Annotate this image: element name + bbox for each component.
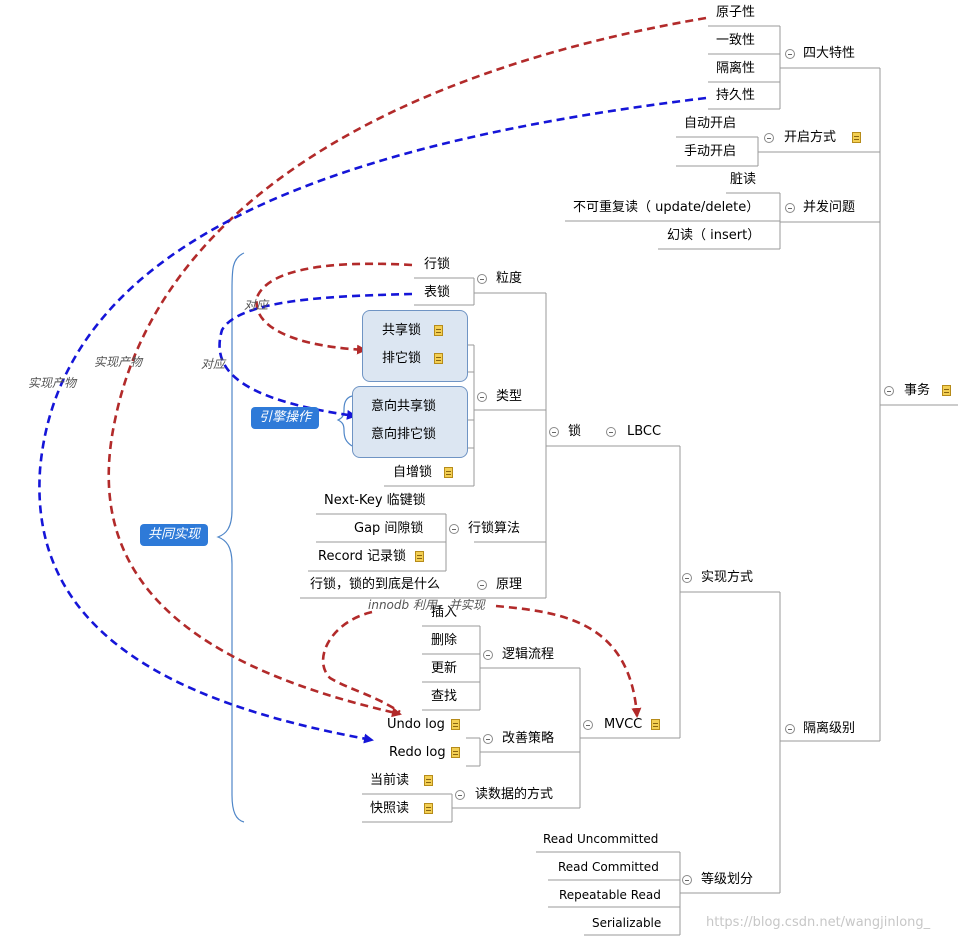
relation-label-product: 实现产物 <box>28 376 77 390</box>
node-concurrency[interactable]: 并发问题 <box>803 200 856 215</box>
note-icon <box>451 747 460 758</box>
note-icon <box>451 719 460 730</box>
node-isolation[interactable]: 隔离性 <box>716 61 756 76</box>
watermark: https://blog.csdn.net/wangjinlong_ <box>706 915 931 930</box>
node-intention-exclusive[interactable]: 意向排它锁 <box>371 427 437 442</box>
relation-label-correspond: 对应 <box>201 357 226 371</box>
shared-exclusive-lock-box <box>362 310 468 382</box>
node-insert[interactable]: 插入 <box>431 605 458 620</box>
collapse-toggle-icon[interactable] <box>884 386 894 396</box>
node-lbcc[interactable]: LBCC <box>627 424 662 439</box>
collapse-toggle-icon[interactable] <box>606 427 616 437</box>
collapse-toggle-icon[interactable] <box>483 734 493 744</box>
note-icon <box>651 719 660 730</box>
node-undo-log[interactable]: Undo log <box>387 717 445 732</box>
collapse-toggle-icon[interactable] <box>682 875 692 885</box>
node-select[interactable]: 查找 <box>431 689 458 704</box>
collapse-toggle-icon[interactable] <box>785 724 795 734</box>
collapse-toggle-icon[interactable] <box>785 49 795 59</box>
collapse-toggle-icon[interactable] <box>583 720 593 730</box>
node-mvcc[interactable]: MVCC <box>604 717 643 732</box>
node-consistency[interactable]: 一致性 <box>716 33 756 48</box>
node-level-division[interactable]: 等级划分 <box>701 872 754 887</box>
node-serializable[interactable]: Serializable <box>592 916 662 930</box>
node-what-row-lock-locks[interactable]: 行锁，锁的到底是什么 <box>310 577 441 592</box>
relation-badge-engine-op: 引擎操作 <box>251 407 320 429</box>
collapse-toggle-icon[interactable] <box>785 203 795 213</box>
node-non-repeatable[interactable]: 不可重复读（ update/delete） <box>573 200 760 215</box>
node-read-committed[interactable]: Read Committed <box>558 860 659 874</box>
node-atomicity[interactable]: 原子性 <box>716 5 756 20</box>
collapse-toggle-icon[interactable] <box>483 650 493 660</box>
node-exclusive-lock[interactable]: 排它锁 <box>382 351 422 366</box>
node-durability[interactable]: 持久性 <box>716 88 756 103</box>
root-node-transaction[interactable]: 事务 <box>904 383 931 398</box>
node-granularity[interactable]: 粒度 <box>496 271 523 286</box>
node-snapshot-read[interactable]: 快照读 <box>370 801 410 816</box>
node-improve-strategy[interactable]: 改善策略 <box>502 731 555 746</box>
node-implementation[interactable]: 实现方式 <box>701 570 754 585</box>
collapse-toggle-icon[interactable] <box>549 427 559 437</box>
node-acid[interactable]: 四大特性 <box>803 46 856 61</box>
relation-badge-common-impl: 共同实现 <box>140 524 209 546</box>
note-icon <box>942 385 951 396</box>
node-manual-open[interactable]: 手动开启 <box>684 144 737 159</box>
node-current-read[interactable]: 当前读 <box>370 773 410 788</box>
collapse-toggle-icon[interactable] <box>764 133 774 143</box>
relation-label-product: 实现产物 <box>94 355 143 369</box>
node-row-lock-algorithm[interactable]: 行锁算法 <box>468 521 521 536</box>
note-icon <box>434 353 443 364</box>
node-intention-shared[interactable]: 意向共享锁 <box>371 399 437 414</box>
collapse-toggle-icon[interactable] <box>682 573 692 583</box>
node-logic-flow[interactable]: 逻辑流程 <box>502 647 555 662</box>
node-type[interactable]: 类型 <box>496 389 523 404</box>
node-read-uncommitted[interactable]: Read Uncommitted <box>543 832 659 846</box>
note-icon <box>415 551 424 562</box>
node-principle[interactable]: 原理 <box>496 577 523 592</box>
node-auto-open[interactable]: 自动开启 <box>684 116 737 131</box>
node-isolation-level[interactable]: 隔离级别 <box>803 721 856 736</box>
note-icon <box>444 467 453 478</box>
node-gap-lock[interactable]: Gap 间隙锁 <box>354 521 424 536</box>
node-row-lock[interactable]: 行锁 <box>424 257 451 272</box>
collapse-toggle-icon[interactable] <box>455 790 465 800</box>
intention-lock-box <box>352 386 468 458</box>
node-lock[interactable]: 锁 <box>568 424 582 439</box>
node-shared-lock[interactable]: 共享锁 <box>382 323 422 338</box>
node-read-mode[interactable]: 读数据的方式 <box>475 787 554 802</box>
node-table-lock[interactable]: 表锁 <box>424 285 451 300</box>
note-icon <box>424 803 433 814</box>
relation-label-innodb: innodb 利用，并实现 <box>368 598 485 612</box>
node-next-key-lock[interactable]: Next-Key 临键锁 <box>324 493 426 508</box>
node-repeatable-read[interactable]: Repeatable Read <box>559 888 661 902</box>
note-icon <box>434 325 443 336</box>
collapse-toggle-icon[interactable] <box>477 274 487 284</box>
node-dirty-read[interactable]: 脏读 <box>730 172 757 187</box>
node-open-mode[interactable]: 开启方式 <box>784 130 837 145</box>
collapse-toggle-icon[interactable] <box>477 392 487 402</box>
node-phantom[interactable]: 幻读（ insert） <box>667 228 761 243</box>
collapse-toggle-icon[interactable] <box>449 524 459 534</box>
node-record-lock[interactable]: Record 记录锁 <box>318 549 407 564</box>
node-update[interactable]: 更新 <box>431 661 458 676</box>
note-icon <box>852 132 861 143</box>
node-delete[interactable]: 删除 <box>431 633 458 648</box>
collapse-toggle-icon[interactable] <box>477 580 487 590</box>
node-redo-log[interactable]: Redo log <box>389 745 446 760</box>
node-auto-inc-lock[interactable]: 自增锁 <box>393 465 433 480</box>
note-icon <box>424 775 433 786</box>
relation-label-correspond: 对应 <box>244 298 269 312</box>
